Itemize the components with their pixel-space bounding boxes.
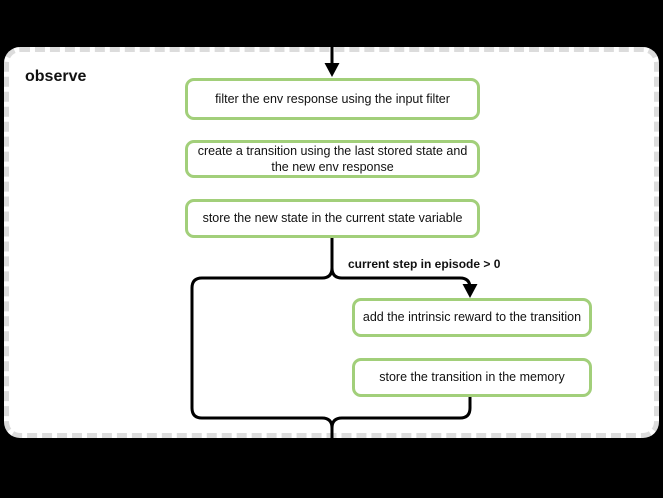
node-label: create a transition using the last store… — [197, 143, 468, 174]
node-add-intrinsic-reward: add the intrinsic reward to the transiti… — [352, 298, 592, 337]
node-create-transition: create a transition using the last store… — [185, 140, 480, 178]
node-label: store the new state in the current state… — [202, 211, 463, 226]
node-label: add the intrinsic reward to the transiti… — [362, 310, 582, 325]
branch-condition-label: current step in episode > 0 — [348, 257, 501, 271]
node-label: filter the env response using the input … — [215, 91, 450, 106]
node-filter-env-response: filter the env response using the input … — [185, 78, 480, 120]
node-label: store the transition in the memory — [379, 370, 565, 385]
node-store-transition: store the transition in the memory — [352, 358, 592, 397]
group-title: observe — [25, 68, 87, 85]
node-store-new-state: store the new state in the current state… — [185, 199, 480, 238]
